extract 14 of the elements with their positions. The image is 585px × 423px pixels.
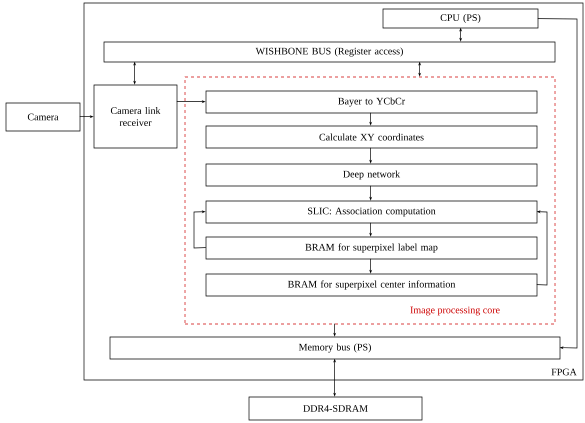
process-box: BRAM for superpixel label map bbox=[206, 236, 538, 260]
process-box: CPU (PS) bbox=[382, 8, 538, 28]
process-box: BRAM for superpixel center information bbox=[206, 274, 538, 296]
process-box: DDR4-SDRAM bbox=[248, 396, 422, 420]
bus-bar: WISHBONE BUS (Register access) bbox=[104, 42, 556, 62]
process-box: SLIC: Association computation bbox=[206, 200, 538, 224]
process-box: Deep network bbox=[206, 164, 538, 186]
process-box: Calculate XY coordinates bbox=[206, 126, 538, 148]
arrow bbox=[194, 210, 206, 248]
arrow bbox=[537, 18, 578, 350]
process-box: Camera link receiver bbox=[94, 84, 178, 148]
bus-bar: Memory bus (PS) bbox=[110, 336, 560, 360]
process-box: Camera bbox=[6, 102, 80, 132]
process-box: Bayer to YCbCr bbox=[206, 90, 538, 114]
